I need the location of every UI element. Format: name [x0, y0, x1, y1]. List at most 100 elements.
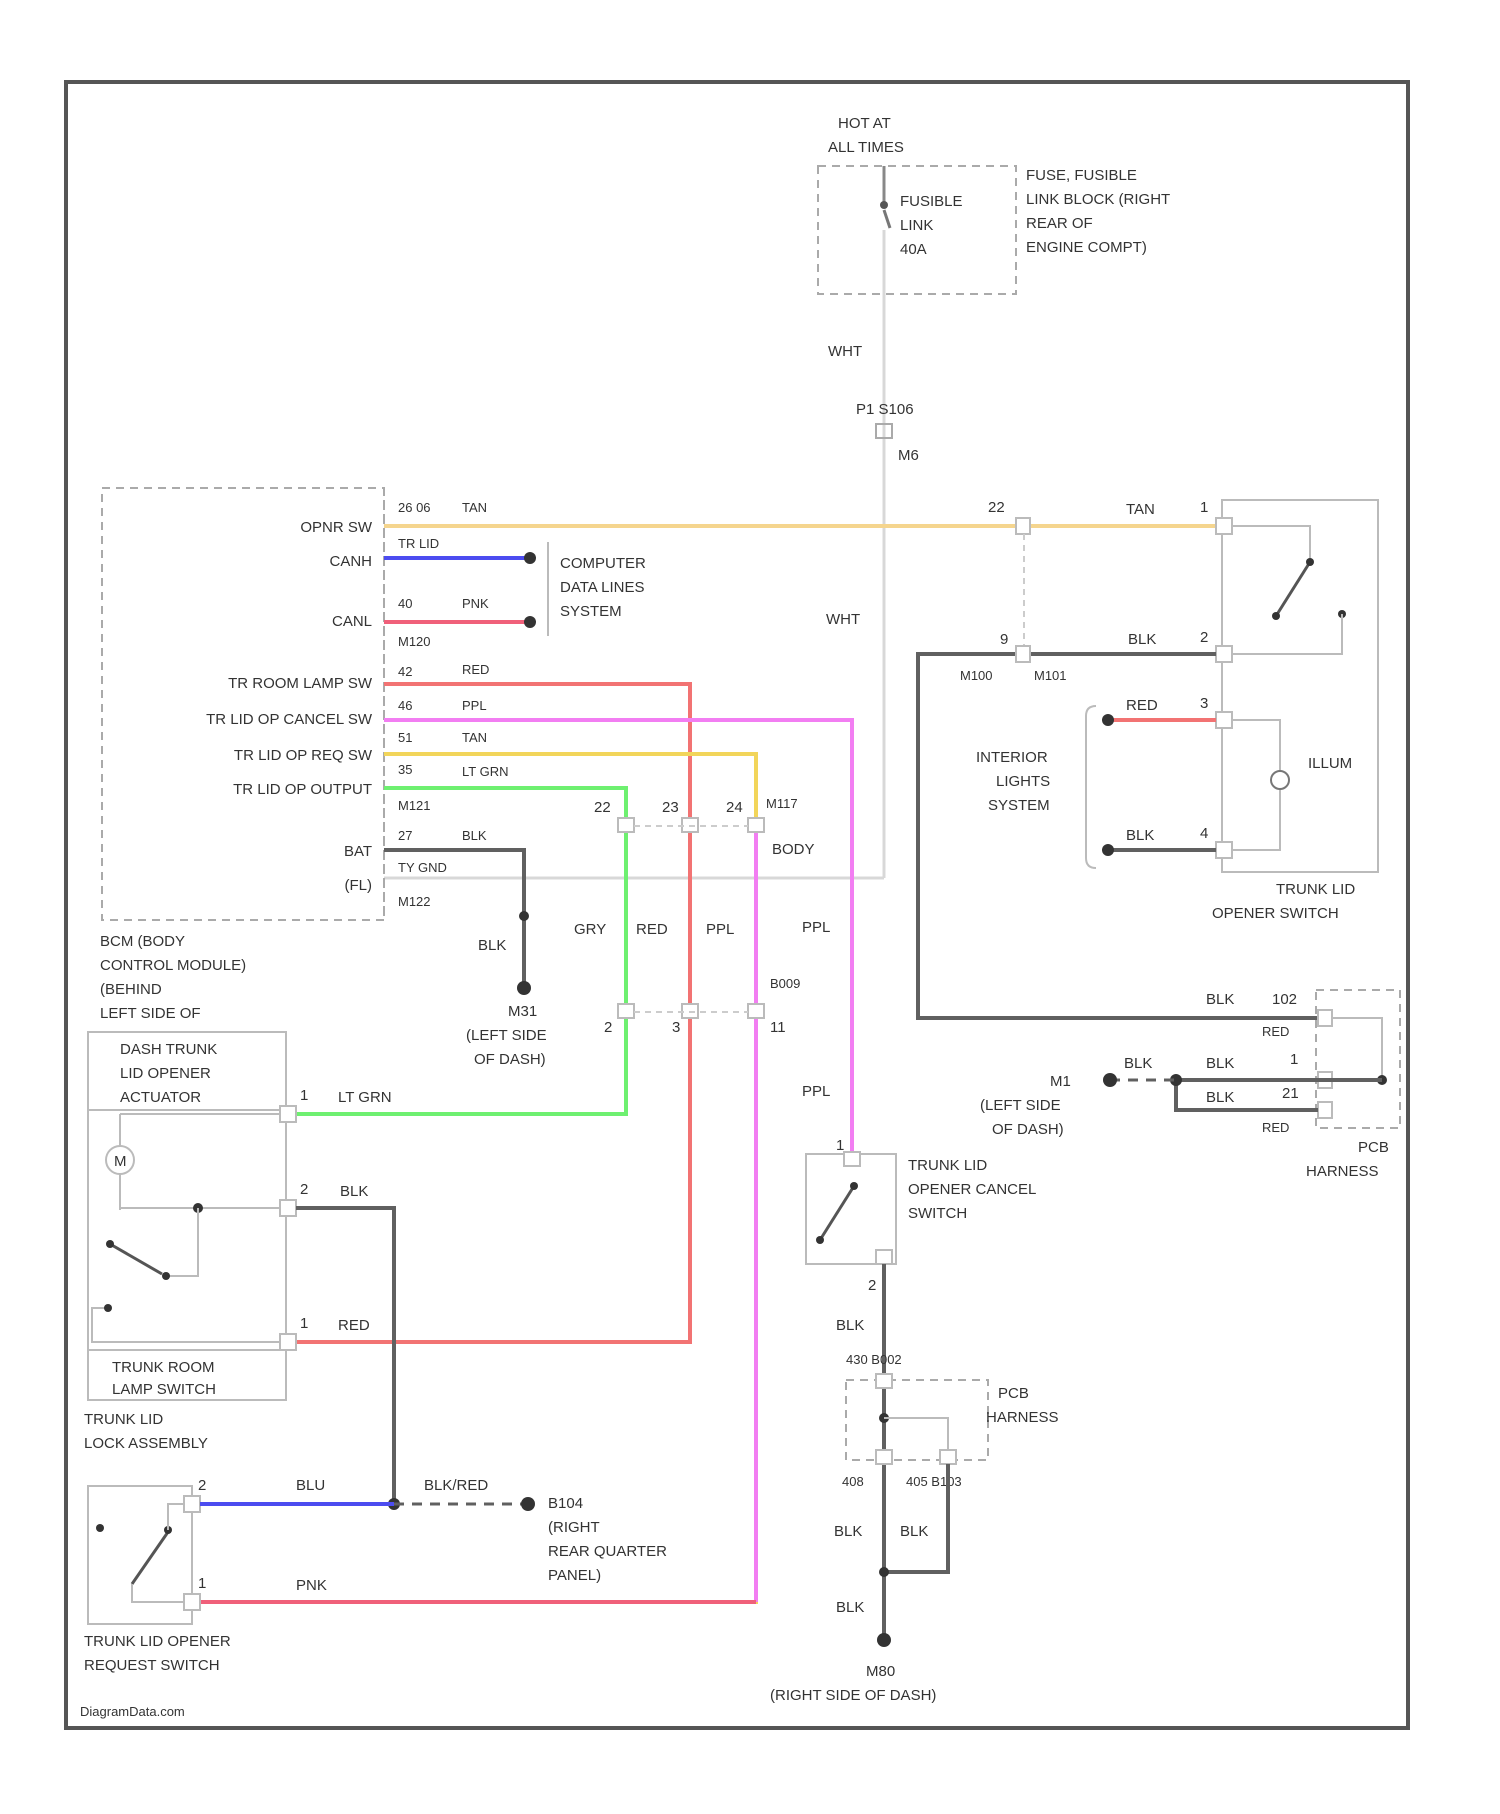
- can-label-1: COMPUTER: [560, 555, 646, 572]
- lock-assembly-2: LOCK ASSEMBLY: [84, 1435, 208, 1452]
- fuse-label-3: 40A: [900, 241, 927, 258]
- bcm-connector-labels: 26 06 TR LID 40 M120 42 46 51 35 M121 27…: [398, 500, 447, 909]
- cancel-pin-2: 2: [868, 1277, 876, 1294]
- interior-label-3: SYSTEM: [988, 797, 1050, 814]
- blk-label-actuator: BLK: [340, 1183, 368, 1200]
- junction-pin-24: 24: [726, 799, 743, 816]
- opener-conn-22: 22: [988, 499, 1005, 516]
- bcm-pin-labels: OPNR SW CANH CANL TR ROOM LAMP SW TR LID…: [206, 519, 373, 894]
- bcm-pin-fl: (FL): [345, 877, 373, 894]
- junction-pin-22: 22: [594, 799, 611, 816]
- opener-conn-m100: M100: [960, 668, 993, 683]
- bcm-conn-3: 40: [398, 596, 412, 611]
- fuse-icon: [884, 210, 890, 228]
- fuse-label-2: LINK: [900, 217, 933, 234]
- room-lamp-switch-1: TRUNK ROOM: [112, 1359, 215, 1376]
- body-label: BODY: [772, 841, 815, 858]
- pcb-bottom-pin-405: 405 B103: [906, 1474, 962, 1489]
- actuator-pin-1: 1: [300, 1087, 308, 1104]
- bcm-conn-8: 35: [398, 762, 412, 777]
- pcb-right-label-1: PCB: [1358, 1139, 1389, 1156]
- ppl-label-low: PPL: [802, 1083, 830, 1100]
- interior-label-2: LIGHTS: [996, 773, 1050, 790]
- pcb-right-label-2: HARNESS: [1306, 1163, 1379, 1180]
- bcm-conn-1: 26 06: [398, 500, 431, 515]
- tan-label-bcm: TAN: [462, 500, 487, 515]
- motor-label: M: [114, 1153, 127, 1170]
- actuator-pin-2: 2: [300, 1181, 308, 1198]
- cancel-label-3: SWITCH: [908, 1205, 967, 1222]
- pcb-right-red-1: RED: [1262, 1024, 1289, 1039]
- cancel-label-2: OPENER CANCEL: [908, 1181, 1036, 1198]
- bcm-pin-cancel: TR LID OP CANCEL SW: [206, 711, 373, 728]
- blu-label-request: BLU: [296, 1477, 325, 1494]
- request-label-1: TRUNK LID OPENER: [84, 1633, 231, 1650]
- bcm-label-1: BCM (BODY: [100, 933, 185, 950]
- blk-label-pcb-b: BLK: [900, 1523, 928, 1540]
- pcb-right-pin-102: 102: [1272, 991, 1297, 1008]
- pnk-label-req: PNK: [296, 1577, 327, 1594]
- junction-pin-3: 3: [672, 1019, 680, 1036]
- bcm-conn-7: 51: [398, 730, 412, 745]
- red-label-bcm: RED: [462, 662, 489, 677]
- ground-m1-icon: [1103, 1073, 1117, 1087]
- bcm-conn-2: TR LID: [398, 536, 439, 551]
- ground-b104-id: B104: [548, 1495, 583, 1512]
- opener-label-1: TRUNK LID: [1276, 881, 1355, 898]
- ground-m31-icon: [517, 981, 531, 995]
- cancel-pin-1: 1: [836, 1137, 844, 1154]
- ground-m1-label-1: (LEFT SIDE: [980, 1097, 1061, 1114]
- bcm-pin-bat: BAT: [344, 843, 372, 860]
- can-label-3: SYSTEM: [560, 603, 622, 620]
- actuator-pin-3: 1: [300, 1315, 308, 1332]
- ground-b104-label-2: REAR QUARTER: [548, 1543, 667, 1560]
- bcm-label-3: (BEHIND: [100, 981, 162, 998]
- splice-pin-label: M6: [898, 447, 919, 464]
- request-pin-2: 2: [198, 1477, 206, 1494]
- blk-actuator-wire: [296, 1208, 394, 1504]
- actuator-title-3: ACTUATOR: [120, 1089, 201, 1106]
- blk-label-opener: BLK: [1128, 631, 1156, 648]
- ground-m1-id: M1: [1050, 1073, 1071, 1090]
- cancel-label-1: TRUNK LID: [908, 1157, 987, 1174]
- lock-assembly-1: TRUNK LID: [84, 1411, 163, 1428]
- opener-switch-box: [1222, 500, 1378, 872]
- wht-label-mid: WHT: [826, 611, 860, 628]
- opener-conn-m101: M101: [1034, 668, 1067, 683]
- cancel-switch-box: [806, 1154, 896, 1264]
- fuse-block-label-1: FUSE, FUSIBLE: [1026, 167, 1137, 184]
- ppl-label-right: PPL: [802, 919, 830, 936]
- bcm-pin-opnr: OPNR SW: [300, 519, 373, 536]
- red-label-act: RED: [338, 1317, 370, 1334]
- fuse-block: HOT AT ALL TIMES FUSIBLE LINK 40A FUSE, …: [818, 115, 1170, 294]
- ground-m80-label: (RIGHT SIDE OF DASH): [770, 1687, 936, 1704]
- pcb-blk-1: BLK: [1206, 1055, 1234, 1072]
- gry-label: GRY: [574, 921, 606, 938]
- bcm-pin-canh: CANH: [329, 553, 372, 570]
- blk-label-ground: BLK: [478, 937, 506, 954]
- junction-pin-2: 2: [604, 1019, 612, 1036]
- blk-label-pcb: BLK: [1206, 991, 1234, 1008]
- illum-bulb-icon: [1271, 771, 1289, 789]
- pcb-bottom-label-1: PCB: [998, 1385, 1029, 1402]
- diagram-frame: [66, 82, 1408, 1728]
- ppl-cancel-wire: [384, 720, 852, 1158]
- blkred-label: BLK/RED: [424, 1477, 488, 1494]
- pcb-blk-2: BLK: [1206, 1089, 1234, 1106]
- lock-assembly-box: [88, 1032, 286, 1400]
- junction-conn-m117: M117: [766, 796, 798, 811]
- blk-label-m1: BLK: [1124, 1055, 1152, 1072]
- ground-m31-id: M31: [508, 1003, 537, 1020]
- request-switch-box: [88, 1486, 192, 1624]
- blk-label-bcm: BLK: [462, 828, 487, 843]
- ground-m31-label-2: OF DASH): [474, 1051, 546, 1068]
- room-lamp-switch-2: LAMP SWITCH: [112, 1381, 216, 1398]
- blk-label-pcb-a: BLK: [834, 1523, 862, 1540]
- hot-label-1: HOT AT: [838, 115, 891, 132]
- ppl-label-bcm: PPL: [462, 698, 487, 713]
- hot-label-2: ALL TIMES: [828, 139, 904, 156]
- blk-opener-wire: [918, 654, 1318, 1018]
- ground-m80-id: M80: [866, 1663, 895, 1680]
- red-label-interior: RED: [1126, 697, 1158, 714]
- blk-label-interior: BLK: [1126, 827, 1154, 844]
